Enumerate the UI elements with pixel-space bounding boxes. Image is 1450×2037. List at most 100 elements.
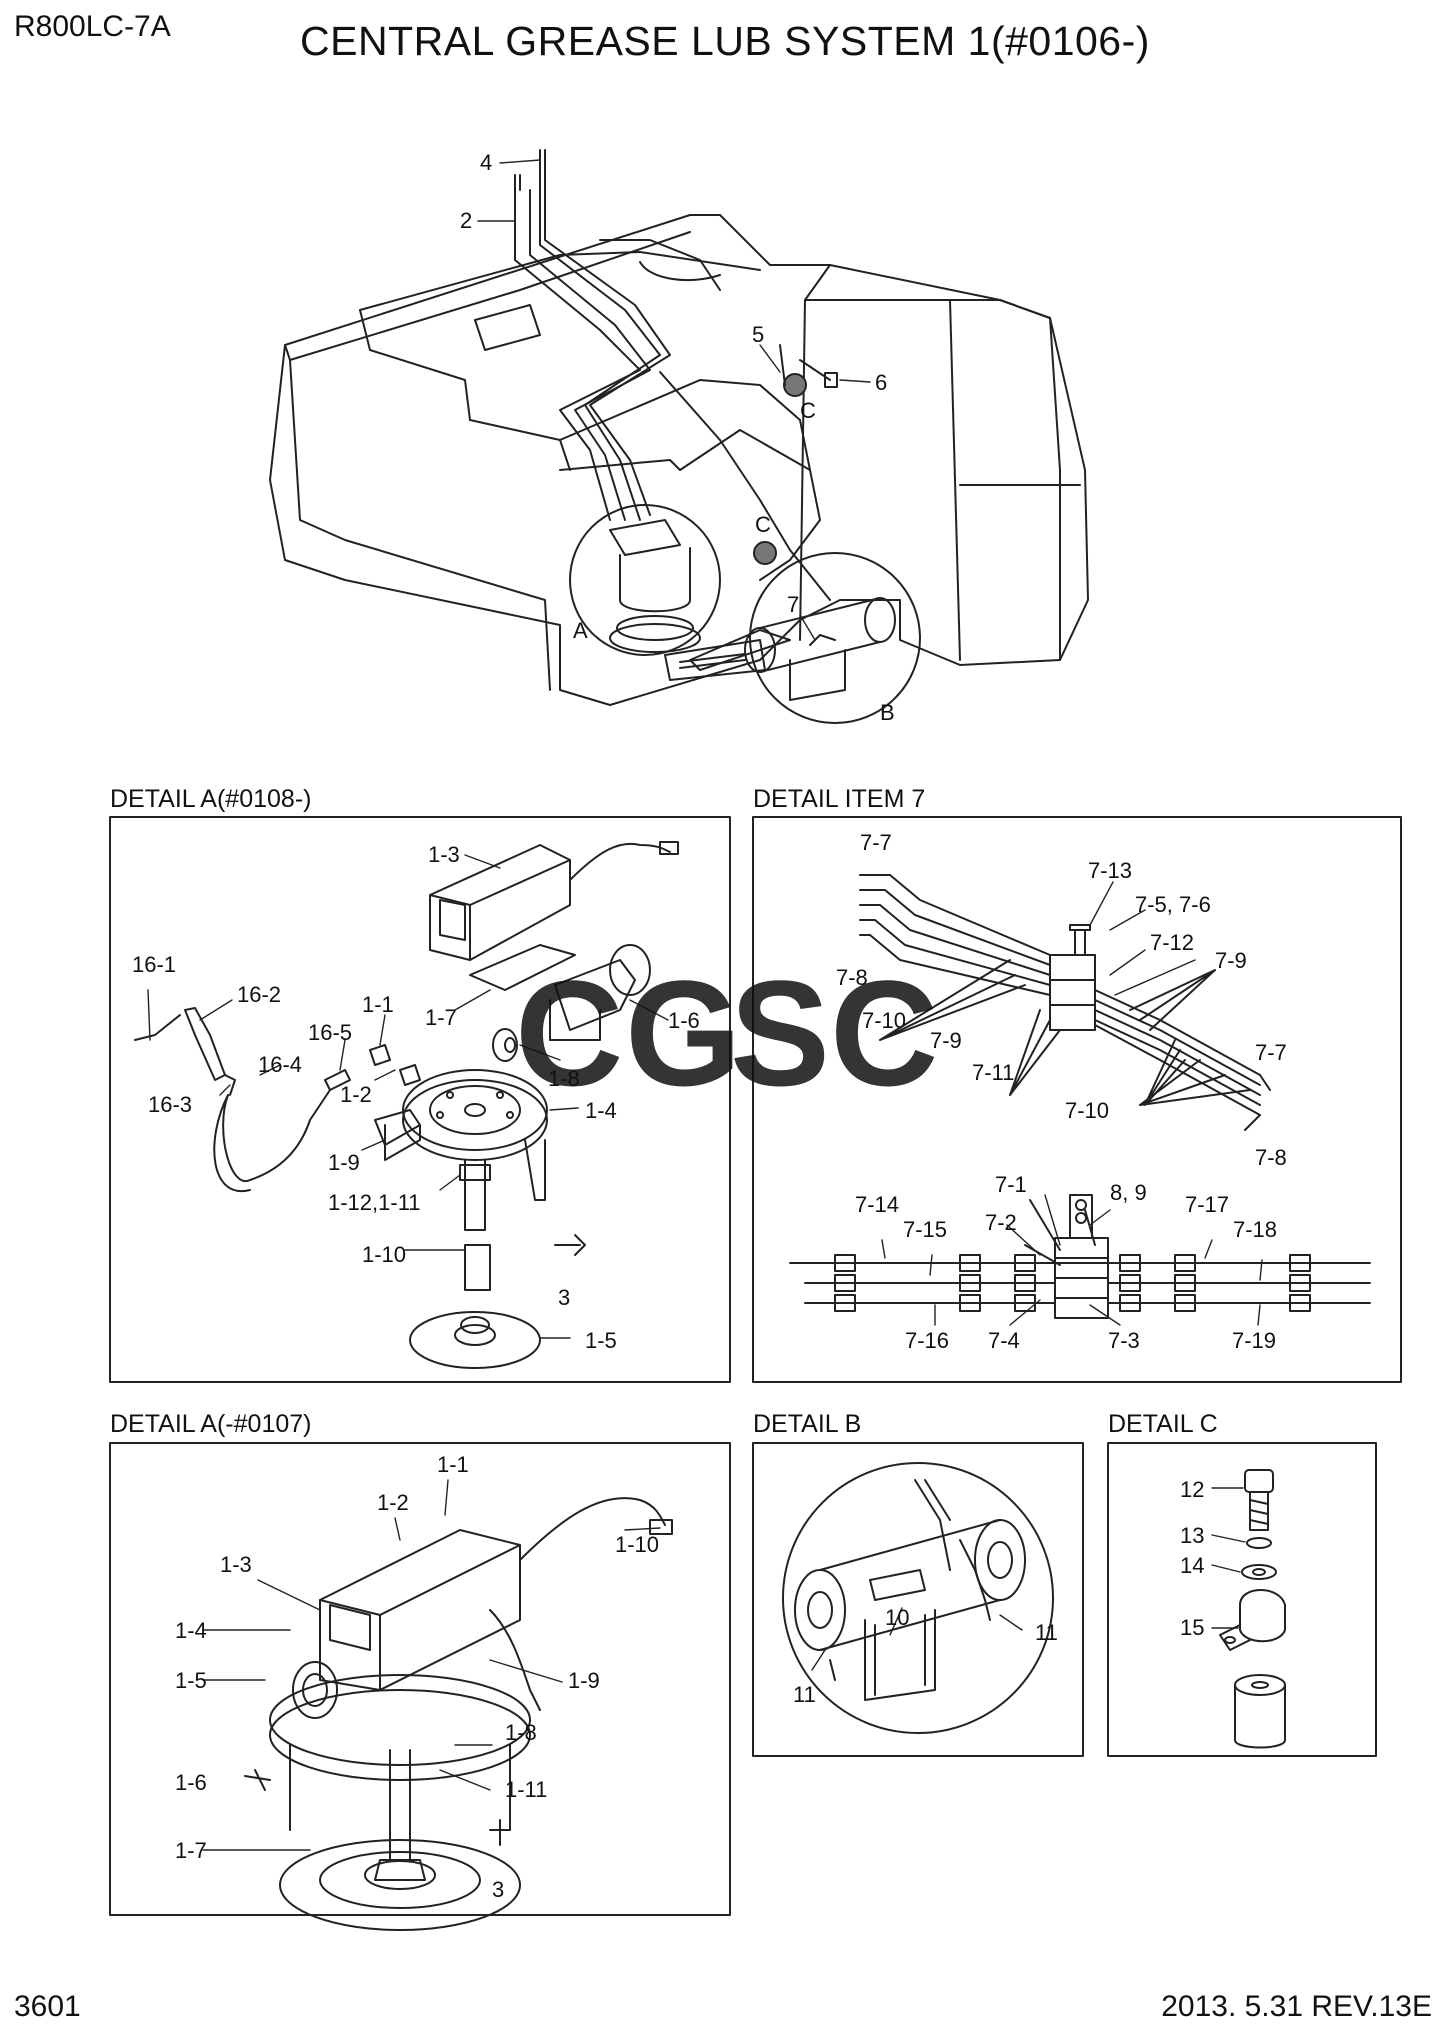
detail-c-marker — [753, 541, 777, 565]
callout: 1-3 — [428, 842, 460, 867]
callout: 1-7 — [425, 1005, 457, 1030]
callout: 1-10 — [362, 1242, 406, 1267]
callout: 16-3 — [148, 1092, 192, 1117]
callout: 2 — [460, 208, 472, 233]
callout: 1-8 — [505, 1720, 537, 1745]
callout: 7-7 — [1255, 1040, 1287, 1065]
callout: 3 — [492, 1877, 504, 1902]
callout: 7-17 — [1185, 1192, 1229, 1217]
callout: 7-12 — [1150, 930, 1194, 955]
callout: 1-4 — [585, 1098, 617, 1123]
callout: 8, 9 — [1110, 1180, 1147, 1205]
clamp-hardware — [1219, 1469, 1286, 1749]
callout: 7-9 — [930, 1028, 962, 1053]
callout: 7-10 — [1065, 1098, 1109, 1123]
callout: 1-12,1-11 — [328, 1190, 421, 1215]
pump-assembly-old — [244, 1497, 673, 1931]
callout: C — [755, 512, 771, 537]
page-title: CENTRAL GREASE LUB SYSTEM 1(#0106-) — [300, 18, 1150, 64]
revision-date: 2013. 5.31 REV.13E — [1161, 1990, 1432, 2023]
callout: 1-5 — [175, 1668, 207, 1693]
cgsc-watermark-logo: C G S C — [515, 960, 935, 1100]
callout: 16-2 — [237, 982, 281, 1007]
callout: 7-18 — [1233, 1217, 1277, 1242]
callout: 6 — [875, 370, 887, 395]
callout: 1-1 — [362, 992, 394, 1017]
callout: 7-8 — [836, 965, 868, 990]
panel-title-detail-a-new: DETAIL A(#0108-) — [110, 785, 312, 813]
panel-frame-detail-c — [1107, 1442, 1377, 1757]
callout: 1-8 — [548, 1066, 580, 1091]
callout: 7-16 — [905, 1328, 949, 1353]
callout: C — [800, 398, 816, 423]
callout: 10 — [885, 1605, 909, 1630]
grease-pump — [609, 519, 701, 653]
callout: 11 — [793, 1682, 816, 1707]
panel-title-detail-b: DETAIL B — [753, 1410, 862, 1438]
callout: 1-3 — [220, 1552, 252, 1577]
callout: 1-10 — [615, 1532, 659, 1557]
divider-block — [744, 597, 896, 701]
callout: 1-1 — [437, 1452, 469, 1477]
watermark-letter: C — [515, 960, 623, 1100]
callout: 7-2 — [985, 1210, 1017, 1235]
callout: 1-5 — [585, 1328, 617, 1353]
grease-hoses — [514, 149, 831, 601]
leader-lines — [147, 159, 1263, 1851]
callout: 5 — [752, 322, 764, 347]
callout: 7-5, 7-6 — [1135, 892, 1211, 917]
callout: 1-6 — [668, 1008, 700, 1033]
page-number: 3601 — [14, 1990, 81, 2023]
detail-b-circle — [749, 552, 921, 724]
callout: 1-9 — [328, 1150, 360, 1175]
callout: 7-8 — [1255, 1145, 1287, 1170]
watermark-letter: C — [830, 960, 935, 1100]
watermark-letter: S — [730, 960, 830, 1100]
detail-c-marker — [783, 373, 807, 397]
callout: 1-2 — [340, 1082, 372, 1107]
callout: 7-19 — [1232, 1328, 1276, 1353]
callout: 7-14 — [855, 1192, 899, 1217]
callout: 4 — [480, 150, 492, 175]
callout: 7 — [787, 592, 799, 617]
pump-assembly-new — [134, 841, 679, 1369]
clip-part — [824, 372, 838, 388]
callout: 13 — [1180, 1523, 1204, 1548]
callout: 7-3 — [1108, 1328, 1140, 1353]
callout: 15 — [1180, 1615, 1204, 1640]
callout: 1-11 — [505, 1777, 547, 1802]
callout: 16-1 — [132, 952, 176, 977]
callout: 16-5 — [308, 1020, 352, 1045]
panel-frame-detail-a-new — [109, 816, 731, 1383]
callout: 1-7 — [175, 1838, 207, 1863]
callout: 14 — [1180, 1553, 1204, 1578]
model-name: R800LC-7A — [14, 10, 171, 43]
detail-a-circle — [569, 504, 721, 656]
callout: 1-9 — [568, 1668, 600, 1693]
callout: 1-2 — [377, 1490, 409, 1515]
callout: B — [880, 700, 895, 725]
callout: 12 — [1180, 1477, 1204, 1502]
callout: 7-13 — [1088, 858, 1132, 883]
callout: 7-7 — [860, 830, 892, 855]
watermark-letter: G — [625, 960, 742, 1100]
callout: 16-4 — [258, 1052, 302, 1077]
panel-title-detail-c: DETAIL C — [1108, 1410, 1218, 1438]
callout: 7-4 — [988, 1328, 1020, 1353]
callout: 7-9 — [1215, 948, 1247, 973]
panel-frame-detail-item-7 — [752, 816, 1402, 1383]
callout: 7-10 — [862, 1008, 906, 1033]
panel-title-detail-item-7: DETAIL ITEM 7 — [753, 785, 926, 813]
panel-frame-detail-a-old — [109, 1442, 731, 1916]
panel-title-detail-a-old: DETAIL A(-#0107) — [110, 1410, 312, 1438]
callout: 1-4 — [175, 1618, 207, 1643]
callout: 3 — [558, 1285, 570, 1310]
callout: 7-1 — [995, 1172, 1027, 1197]
machine-body — [269, 214, 1089, 706]
callout: 1-6 — [175, 1770, 207, 1795]
callout: 11 — [1035, 1620, 1058, 1645]
callout: A — [573, 618, 588, 643]
panel-frame-detail-b — [752, 1442, 1084, 1757]
callout: 7-11 — [972, 1060, 1014, 1085]
